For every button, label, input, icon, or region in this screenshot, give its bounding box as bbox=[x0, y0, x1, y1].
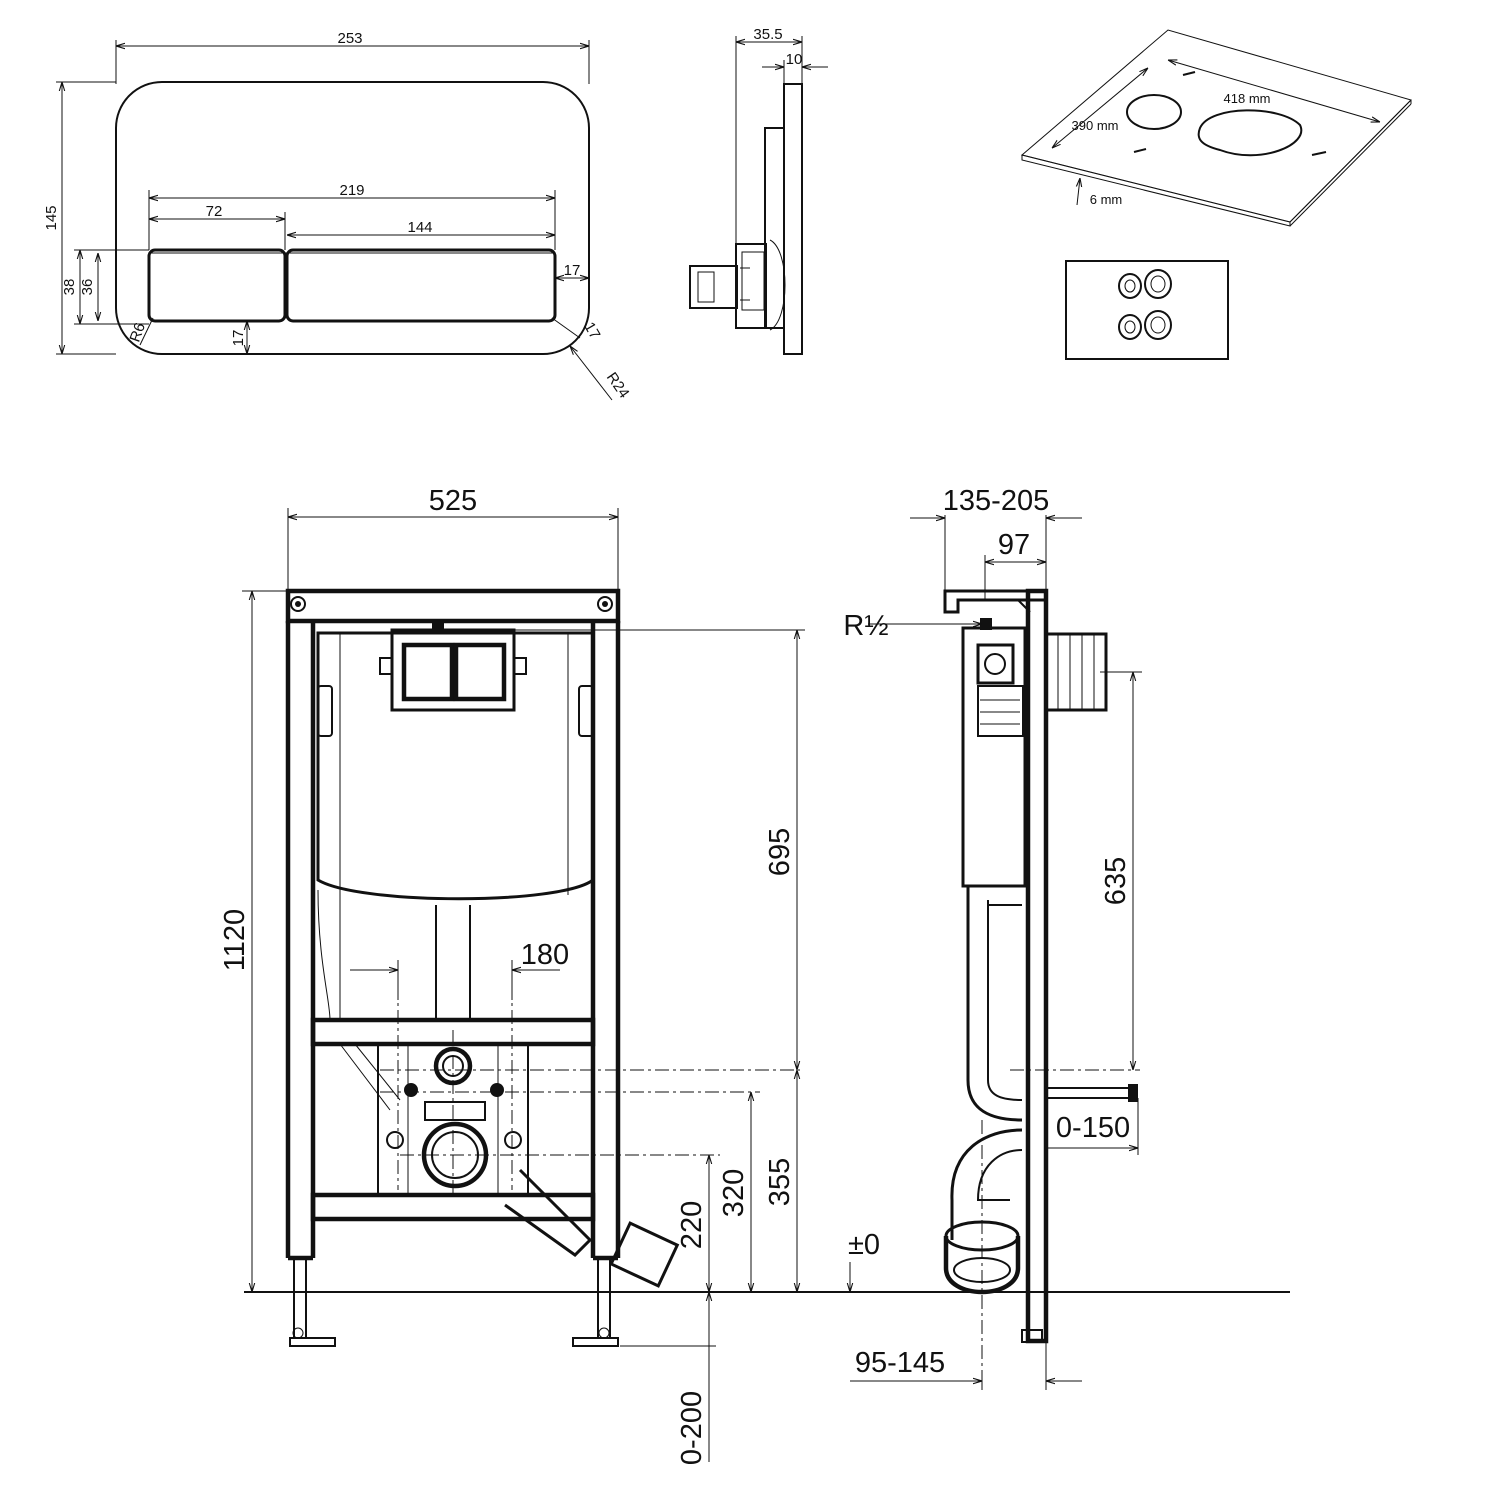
dim-plate-height: 145 bbox=[43, 205, 60, 230]
dim-total-depth: 35.5 bbox=[753, 26, 782, 43]
dim-depth-range: 135-205 bbox=[943, 485, 1049, 517]
dim-button-height-outer: 38 bbox=[61, 279, 78, 296]
dim-bottom-margin: 17 bbox=[230, 330, 247, 347]
dim-cistern-height: 695 bbox=[764, 828, 796, 876]
dim-corner-radius: R24 bbox=[603, 369, 633, 401]
dim-height-355: 355 bbox=[764, 1158, 796, 1206]
label-zero-level: ±0 bbox=[848, 1229, 880, 1261]
dim-button-height-inner: 36 bbox=[79, 279, 96, 296]
flush-plate-side-view: 35.5 10 bbox=[689, 26, 828, 355]
dim-offset-17: 17 bbox=[580, 319, 603, 342]
dim-mat-thickness: 6 mm bbox=[1090, 192, 1123, 207]
flush-button-large bbox=[285, 248, 557, 323]
frame-side-view: 135-205 97 R½ 635 0-150 95-145 ±0 bbox=[843, 485, 1142, 1390]
dim-height-220: 220 bbox=[676, 1201, 708, 1249]
seal-set-box bbox=[1065, 260, 1229, 360]
dim-leg-adjust: 0-200 bbox=[676, 1391, 708, 1465]
dim-frame-height: 1120 bbox=[219, 909, 251, 971]
dim-height-635: 635 bbox=[1100, 857, 1132, 905]
frame-front-view: 525 1120 695 355 320 220 0-200 180 bbox=[219, 485, 805, 1465]
dim-frame-width: 525 bbox=[429, 485, 477, 517]
dim-bolt-spacing: 180 bbox=[521, 939, 569, 971]
dim-bolt-projection: 0-150 bbox=[1056, 1112, 1130, 1144]
dim-button-area: 219 bbox=[339, 182, 364, 199]
flush-button-small bbox=[147, 248, 287, 323]
dim-plate-thickness: 10 bbox=[786, 51, 803, 68]
dim-large-button: 144 bbox=[407, 219, 432, 236]
dim-mat-length: 418 mm bbox=[1224, 91, 1271, 106]
dim-plate-width: 253 bbox=[337, 30, 362, 47]
flush-plate-outline bbox=[115, 81, 590, 355]
flush-plate-front-view: 253 219 72 144 145 38 36 17 17 R6 bbox=[43, 30, 633, 402]
label-inlet-thread: R½ bbox=[843, 610, 888, 642]
dim-outlet-offset: 95-145 bbox=[855, 1347, 945, 1379]
dim-height-320: 320 bbox=[718, 1169, 750, 1217]
dim-depth-97: 97 bbox=[998, 529, 1030, 561]
dim-mat-width: 390 mm bbox=[1072, 118, 1119, 133]
dim-inner-radius: R6 bbox=[127, 321, 150, 345]
insulation-mat: 418 mm 390 mm 6 mm bbox=[1020, 29, 1412, 227]
dim-side-margin: 17 bbox=[564, 262, 581, 279]
dim-small-button: 72 bbox=[206, 203, 223, 220]
